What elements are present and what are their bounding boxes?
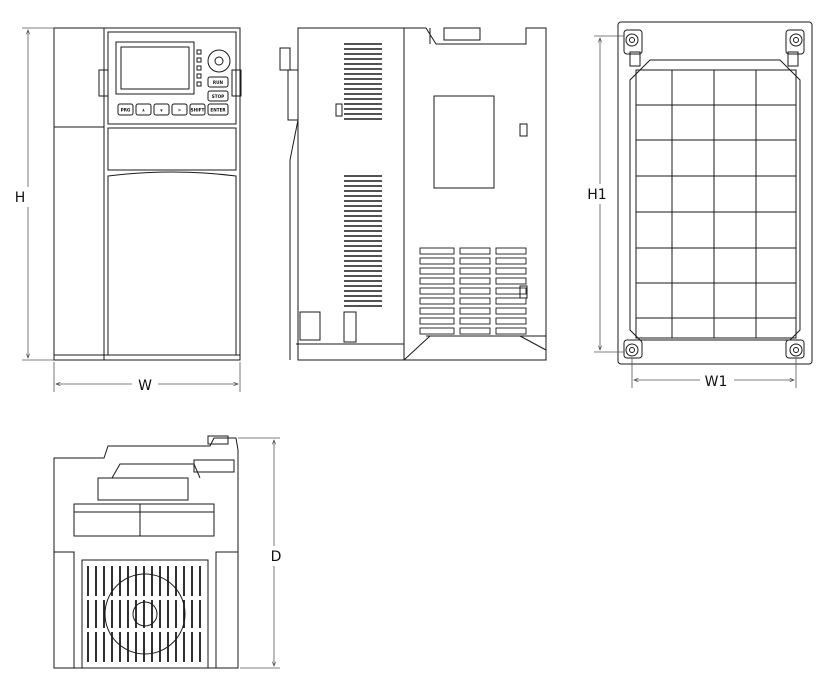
height-label: H bbox=[15, 190, 26, 206]
side-small-window bbox=[343, 311, 357, 343]
key-label-shift: SHIFT bbox=[191, 108, 205, 113]
mounting-hole-bottom-left bbox=[625, 343, 639, 357]
mount-width-label: W1 bbox=[705, 374, 728, 390]
back-plate-outline bbox=[617, 21, 813, 365]
display-indicator-dots bbox=[196, 49, 202, 87]
side-view bbox=[279, 27, 547, 361]
display-screen bbox=[115, 41, 195, 95]
side-vent-upper bbox=[344, 43, 382, 120]
bottom-knob bbox=[207, 435, 229, 445]
lower-cover-outline bbox=[107, 171, 237, 356]
key-label-up: ∧ bbox=[142, 108, 145, 113]
front-view bbox=[53, 27, 242, 361]
front-body-outline bbox=[53, 27, 241, 361]
side-vent-grid bbox=[419, 247, 527, 335]
back-rib-grid bbox=[635, 69, 797, 339]
key-label-right: > bbox=[178, 108, 182, 113]
mounting-hole-top-left bbox=[625, 33, 639, 47]
terminal-window bbox=[107, 127, 237, 171]
run-key bbox=[207, 76, 229, 88]
bottom-cable-entry bbox=[97, 477, 189, 501]
fan-icon bbox=[104, 573, 186, 655]
back-view bbox=[617, 21, 813, 365]
key-label-enter: ENTER bbox=[210, 108, 226, 113]
keypad-key-row bbox=[117, 103, 229, 116]
mounting-hole-top-right bbox=[789, 33, 803, 47]
side-vent-lower bbox=[344, 175, 382, 307]
key-label-stop: STOP bbox=[212, 94, 225, 99]
depth-label: D bbox=[271, 549, 282, 565]
key-label-down: ∨ bbox=[160, 108, 163, 113]
back-inner-frame bbox=[629, 59, 801, 341]
right-latch bbox=[231, 69, 242, 97]
keypad-labels: PRG ∧ ∨ > SHIFT ENTER RUN STOP bbox=[121, 80, 227, 113]
mounting-hole-bottom-right bbox=[789, 343, 803, 357]
key-label-prg: PRG bbox=[121, 108, 131, 113]
bottom-view bbox=[53, 435, 239, 669]
stop-key bbox=[207, 90, 229, 102]
navigation-wheel-icon bbox=[207, 49, 231, 73]
left-latch bbox=[98, 69, 109, 97]
key-label-run: RUN bbox=[213, 80, 224, 85]
width-label: W bbox=[138, 378, 152, 394]
side-label-area bbox=[433, 95, 495, 189]
fan-guard bbox=[81, 559, 209, 669]
fan-guard-slots bbox=[87, 566, 201, 662]
knob bbox=[279, 47, 291, 71]
mount-height-label: H1 bbox=[587, 187, 606, 203]
front-dimensions bbox=[22, 27, 241, 392]
side-body-outline bbox=[297, 27, 405, 361]
